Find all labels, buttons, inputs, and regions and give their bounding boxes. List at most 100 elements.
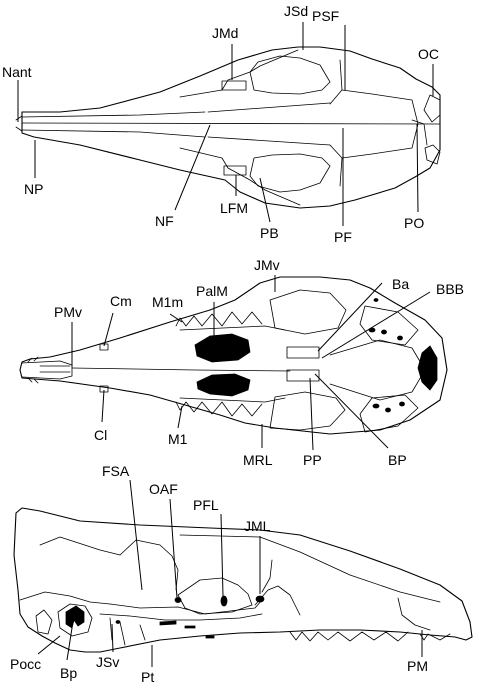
dorsal-supraoccipital	[411, 119, 428, 146]
dorsal-occipital-upper	[423, 94, 441, 123]
dorsal-lfm-box	[223, 165, 247, 176]
label-jml: JML	[244, 518, 271, 534]
label-pb: PB	[260, 225, 279, 241]
ventral-view: PMv Cm M1m PalM JMv Ba BBB Cl M1 MRL PP …	[19, 257, 464, 468]
leader-bp-lateral	[66, 627, 73, 661]
label-bbb: BBB	[436, 281, 464, 297]
ventral-foramen-2	[381, 329, 387, 335]
ventral-foramen-3	[397, 335, 403, 341]
leader-m1m	[169, 313, 183, 323]
dorsal-nasal-tip	[15, 115, 23, 132]
label-jmd: JMd	[212, 25, 238, 41]
label-mrl: MRL	[243, 452, 273, 468]
dorsal-skull-outline	[21, 46, 441, 209]
label-jsv: JSv	[96, 654, 119, 670]
label-nf: NF	[155, 213, 174, 229]
lateral-zygomatic-arch	[99, 613, 263, 621]
dorsal-jugal-line-lower	[179, 147, 301, 206]
label-cl: Cl	[94, 427, 107, 443]
label-m1: M1	[168, 431, 188, 447]
lateral-small-foramina	[159, 620, 215, 639]
lateral-parietal-suture	[39, 536, 121, 556]
dorsal-interparietal	[341, 89, 419, 159]
ventral-pp-box-upper	[286, 346, 320, 359]
leader-cm	[103, 312, 114, 347]
ventral-molar-inner-lower	[179, 397, 286, 403]
lateral-view: FSA OAF PFL JML Pocc Bp JSv Pt PM	[10, 463, 473, 685]
lateral-skull-outline	[13, 507, 473, 653]
dorsal-parietal-line	[329, 59, 343, 187]
leader-jsv	[111, 623, 114, 653]
leader-ba	[317, 282, 383, 352]
dorsal-occipital-lower	[424, 144, 441, 165]
leader-m1	[177, 405, 183, 429]
leader-po	[416, 123, 419, 213]
label-po: PO	[404, 215, 424, 231]
ventral-toothrow-lower	[175, 401, 263, 417]
leader-pfl	[220, 513, 224, 597]
label-pm: PM	[407, 658, 428, 674]
ventral-premaxilla-shape	[21, 360, 73, 380]
ventral-palatal-maxilla-lower	[196, 373, 251, 397]
dorsal-jugal-line-upper	[179, 49, 299, 98]
lateral-maxilla-root	[254, 585, 301, 616]
lateral-occipital-condyle	[35, 609, 53, 635]
label-pmv: PMv	[54, 304, 82, 320]
lateral-jml-foramen	[255, 595, 265, 603]
ventral-pp-box-lower	[286, 369, 320, 382]
ventral-foramen-5	[385, 407, 391, 413]
dorsal-nasal-suture-upper	[21, 111, 206, 118]
leader-pb	[259, 177, 271, 223]
ventral-foramen-4	[372, 403, 380, 409]
label-m1m: M1m	[152, 294, 183, 310]
ventral-incisive-foramina	[39, 365, 71, 373]
label-np: NP	[24, 181, 43, 197]
lateral-frontal-suture	[119, 539, 179, 591]
dorsal-jmd-box	[221, 80, 247, 91]
lateral-pt-foramen	[115, 620, 121, 624]
label-pt: Pt	[141, 669, 154, 685]
lateral-auditory-region	[57, 603, 93, 637]
ventral-midline	[71, 367, 291, 372]
lateral-nasal-line	[179, 534, 441, 603]
label-psf: PSF	[312, 8, 339, 24]
lateral-pfl-foramen	[220, 595, 228, 607]
label-lfm: LFM	[220, 200, 248, 216]
label-oaf: OAF	[149, 481, 178, 497]
leader-pocc	[37, 635, 61, 655]
label-palm: PalM	[196, 283, 228, 299]
label-jmv: JMv	[254, 257, 280, 273]
label-cm: Cm	[110, 293, 132, 309]
lateral-pterygoid	[109, 617, 146, 646]
ventral-basisphenoid	[329, 339, 426, 401]
dorsal-frontal-line	[207, 102, 331, 146]
ventral-zygoma-lower	[269, 391, 346, 431]
label-pp: PP	[303, 452, 322, 468]
lateral-squamosal	[19, 591, 111, 605]
leader-pp	[309, 377, 314, 451]
dorsal-nasal-suture-lower	[21, 129, 206, 138]
lateral-jugal	[109, 599, 263, 615]
ventral-foramen-7	[373, 298, 379, 302]
lateral-postorbital-tick	[261, 559, 273, 593]
label-bp-ventral: BP	[388, 452, 407, 468]
ventral-incisors	[27, 356, 39, 384]
lateral-bulla	[65, 605, 85, 629]
label-ba: Ba	[392, 276, 409, 292]
label-oc: OC	[418, 46, 439, 62]
label-nant: Nant	[2, 64, 32, 80]
ventral-canine-mark-upper	[99, 343, 109, 351]
ventral-foramen-magnum	[417, 345, 438, 391]
leader-oaf	[169, 498, 178, 599]
leader-nf	[174, 124, 211, 211]
ventral-molar-inner-upper	[179, 325, 286, 331]
leader-bbb	[321, 291, 431, 359]
dorsal-orbit-upper	[249, 55, 331, 95]
label-fsa: FSA	[102, 463, 130, 479]
dorsal-view: Nant NP JMd JSd PSF OC NF LFM PB PF PO	[2, 3, 441, 245]
dorsal-nasal-midline	[21, 122, 441, 125]
leader-cl	[101, 389, 105, 423]
leader-bp-ventral	[314, 373, 389, 449]
dorsal-orbit-lower	[249, 153, 331, 193]
